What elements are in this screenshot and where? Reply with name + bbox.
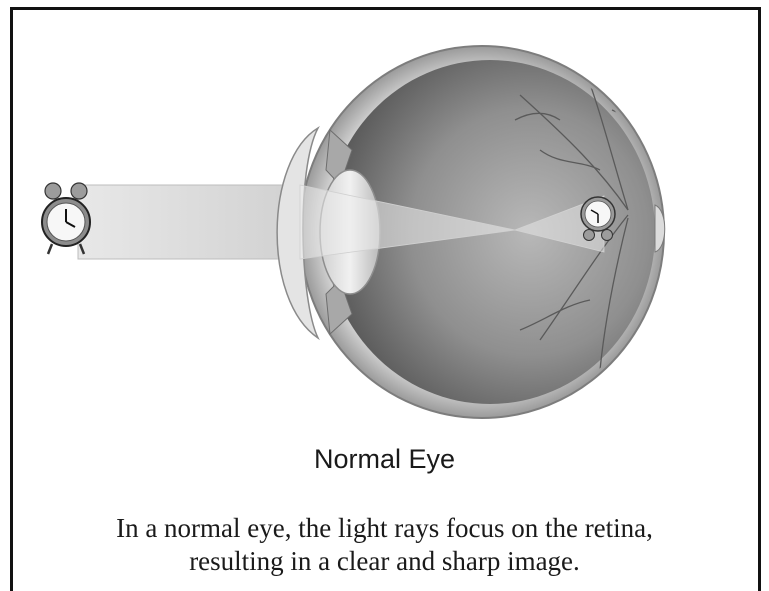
light-beam bbox=[78, 185, 308, 259]
caption-line-1: In a normal eye, the light rays focus on… bbox=[0, 512, 769, 545]
figure-caption: In a normal eye, the light rays focus on… bbox=[0, 512, 769, 578]
figure-title: Normal Eye bbox=[0, 444, 769, 475]
caption-line-2: resulting in a clear and sharp image. bbox=[0, 545, 769, 578]
